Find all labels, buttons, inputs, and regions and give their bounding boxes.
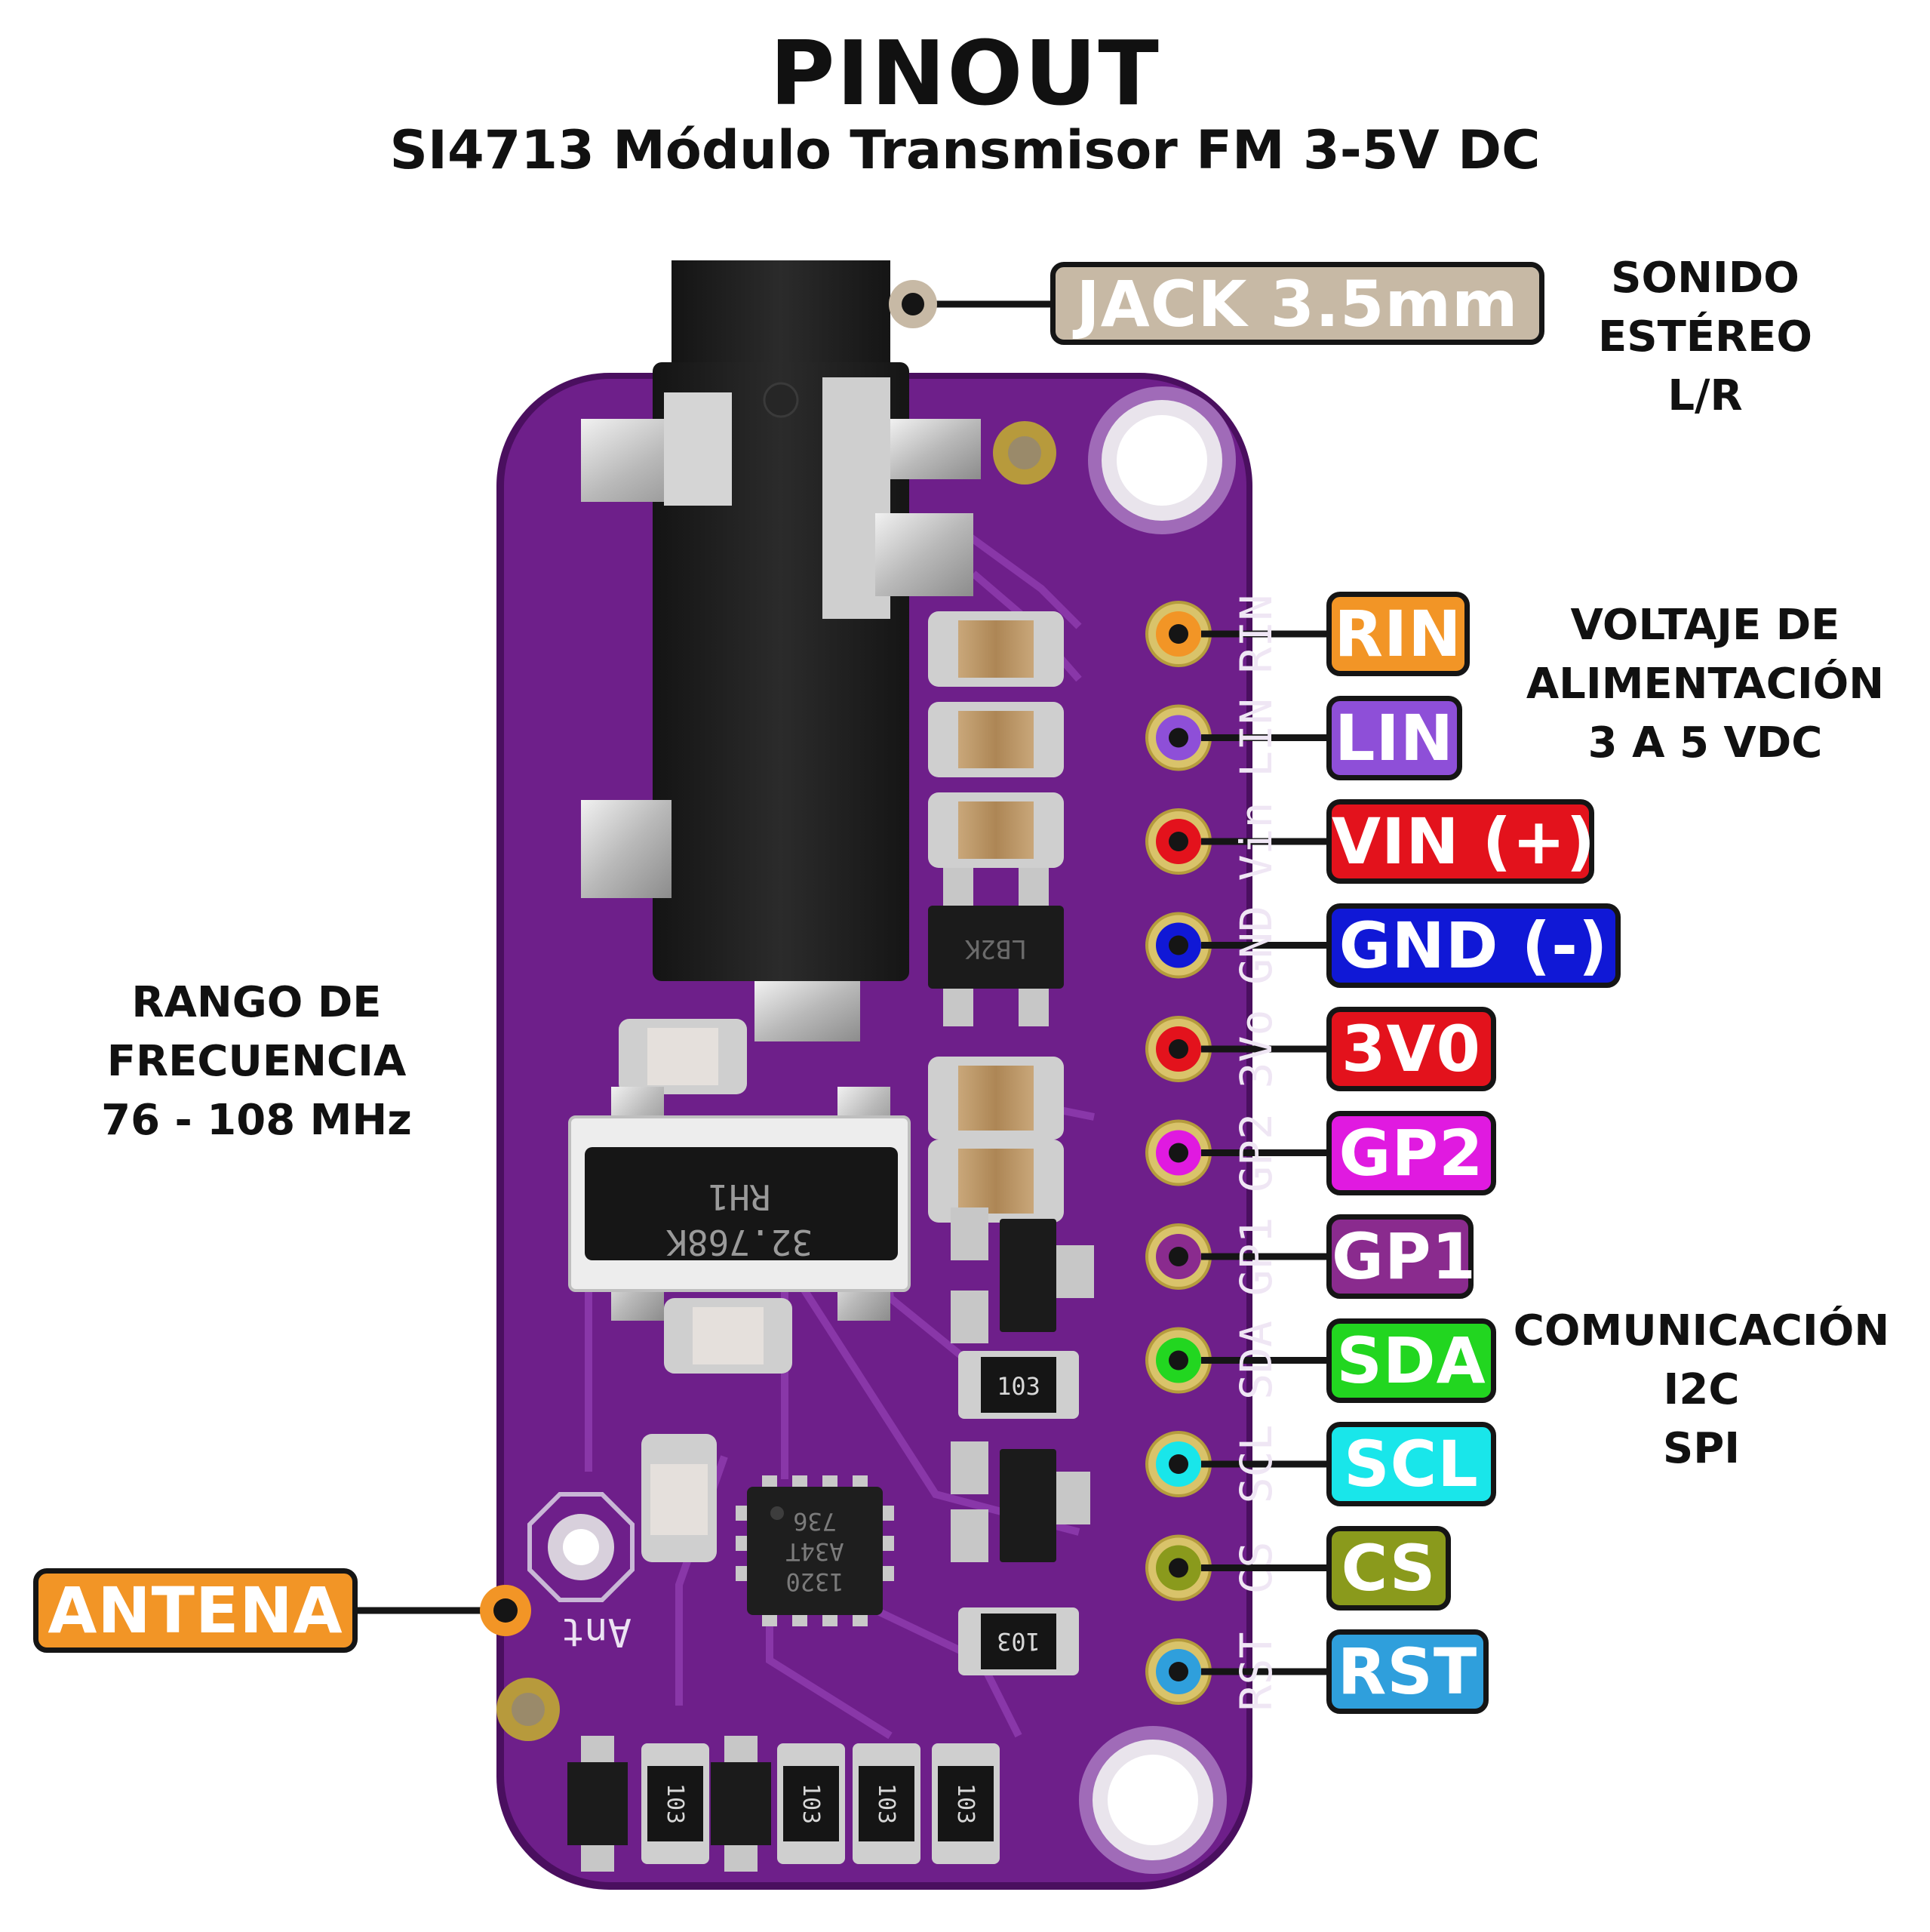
jack-pointer bbox=[889, 280, 1056, 328]
frequency-info-line: 76 - 108 MHz bbox=[101, 1096, 412, 1145]
pin-dot bbox=[1169, 1454, 1188, 1474]
pin-silkscreen: SCL bbox=[1231, 1425, 1282, 1504]
svg-text:103: 103 bbox=[798, 1783, 824, 1824]
pin-dot bbox=[1169, 1662, 1188, 1681]
audio-info-line: SONIDO bbox=[1611, 254, 1799, 303]
pin-label-vin: VIN (+) bbox=[1326, 799, 1595, 884]
audio-info-line: ESTÉREO bbox=[1597, 312, 1813, 361]
pin-label-cs: CS bbox=[1326, 1525, 1451, 1611]
pin-label-gnd: GND (-) bbox=[1326, 903, 1621, 988]
frequency-info-line: FRECUENCIA bbox=[106, 1037, 407, 1086]
fiducial-bottom bbox=[496, 1678, 560, 1741]
power-info-line: 3 A 5 VDC bbox=[1587, 718, 1823, 768]
page-title: PINOUT bbox=[770, 21, 1160, 125]
pin-label-rin: RIN bbox=[1326, 592, 1470, 676]
chip-marking-2: A34T bbox=[785, 1537, 844, 1566]
pin-label-gp2: GP2 bbox=[1326, 1110, 1496, 1195]
communication-info-line: I2C bbox=[1663, 1365, 1740, 1414]
pin-3v0: 3Vo bbox=[1145, 1010, 1329, 1089]
pin-gp2: GP2 bbox=[1145, 1113, 1329, 1192]
pin-dot bbox=[1169, 1247, 1188, 1266]
power-info-line: VOLTAJE DE bbox=[1570, 601, 1840, 650]
pin-rin: RIN bbox=[1145, 595, 1329, 674]
communication-info-line: SPI bbox=[1662, 1424, 1741, 1473]
antenna-pointer bbox=[355, 1585, 531, 1636]
pin-sda: SDA bbox=[1145, 1321, 1329, 1400]
pin-label-rst: RST bbox=[1326, 1629, 1489, 1714]
pin-dot bbox=[1169, 624, 1188, 644]
regulator-code: LB2K bbox=[965, 934, 1027, 964]
pin-gnd: GND bbox=[1145, 906, 1329, 985]
frequency-info: RANGO DE FRECUENCIA 76 - 108 MHz bbox=[68, 974, 445, 1150]
antenna-pad: Ant bbox=[527, 1492, 635, 1654]
mounting-hole-bottom bbox=[1079, 1726, 1227, 1874]
pin-lin: LIN bbox=[1145, 698, 1329, 777]
svg-text:103: 103 bbox=[662, 1783, 688, 1824]
pin-silkscreen: GP1 bbox=[1231, 1217, 1282, 1297]
pin-scl: SCL bbox=[1145, 1425, 1329, 1504]
pin-dot bbox=[1169, 935, 1188, 955]
pin-dot bbox=[1169, 1558, 1188, 1578]
power-info-line: ALIMENTACIÓN bbox=[1526, 660, 1885, 709]
pin-vin: Vin bbox=[1145, 802, 1329, 881]
pin-silkscreen: GND bbox=[1231, 906, 1282, 985]
crystal-oscillator: 32.768K RH1 bbox=[568, 1087, 911, 1321]
communication-info: COMUNICACIÓN I2C SPI bbox=[1479, 1302, 1924, 1478]
audio-info: SONIDO ESTÉREO L/R bbox=[1562, 249, 1849, 426]
svg-text:103: 103 bbox=[952, 1783, 979, 1824]
si4713-chip: 1320 A34T 736 bbox=[736, 1475, 894, 1626]
pin-rst: RST bbox=[1145, 1632, 1329, 1712]
diodes-bottom bbox=[567, 1736, 771, 1872]
antenna-label: ANTENA bbox=[33, 1568, 358, 1653]
fiducial-top bbox=[993, 421, 1056, 485]
svg-text:103: 103 bbox=[873, 1783, 899, 1824]
resistors: 103 103 103 103 103 103 bbox=[641, 1351, 1079, 1864]
mounting-hole-top bbox=[1088, 386, 1236, 534]
svg-text:103: 103 bbox=[997, 1627, 1040, 1656]
pin-label-gp1: GP1 bbox=[1326, 1214, 1476, 1299]
pin-silkscreen: LIN bbox=[1231, 698, 1282, 777]
pin-label-scl: SCL bbox=[1326, 1422, 1496, 1506]
pin-silkscreen: RST bbox=[1231, 1632, 1282, 1712]
svg-text:103: 103 bbox=[997, 1372, 1040, 1401]
pin-cs: CS bbox=[1145, 1534, 1329, 1601]
capacitors-top bbox=[619, 611, 1064, 1562]
pin-silkscreen: GP2 bbox=[1231, 1113, 1282, 1192]
audio-jack bbox=[581, 260, 981, 1041]
pin-silkscreen: 3Vo bbox=[1231, 1010, 1282, 1089]
pin-label-sda: SDA bbox=[1326, 1318, 1496, 1403]
pin-label-lin: LIN bbox=[1326, 695, 1462, 780]
jack-label: JACK 3.5mm bbox=[1050, 262, 1544, 345]
pin-gp1: GP1 bbox=[1145, 1217, 1329, 1297]
chip-marking-3: 736 bbox=[793, 1507, 837, 1536]
frequency-info-line: RANGO DE bbox=[131, 978, 382, 1027]
pin-dot bbox=[1169, 728, 1188, 748]
crystal-marking-2: RH1 bbox=[708, 1177, 770, 1217]
transistor-mid bbox=[951, 1208, 1094, 1562]
pin-dot bbox=[1169, 1039, 1188, 1059]
crystal-marking-1: 32.768K bbox=[666, 1222, 813, 1263]
pin-silkscreen: SDA bbox=[1231, 1321, 1282, 1400]
page-subtitle: SI4713 Módulo Transmisor FM 3-5V DC bbox=[389, 119, 1541, 181]
pin-dot bbox=[1169, 1143, 1188, 1163]
pin-dot bbox=[1169, 1350, 1188, 1371]
chip-marking-1: 1320 bbox=[785, 1567, 844, 1596]
voltage-regulator: LB2K bbox=[928, 868, 1064, 1026]
audio-info-line: L/R bbox=[1667, 371, 1743, 420]
pin-silkscreen: Vin bbox=[1231, 802, 1282, 881]
pin-silkscreen: RIN bbox=[1231, 595, 1282, 674]
pin-label-3v0: 3V0 bbox=[1326, 1007, 1496, 1091]
communication-info-line: COMUNICACIÓN bbox=[1513, 1306, 1890, 1355]
power-info: VOLTAJE DE ALIMENTACIÓN 3 A 5 VDC bbox=[1479, 596, 1930, 773]
pin-silkscreen: CS bbox=[1231, 1542, 1282, 1595]
pin-dot bbox=[1169, 832, 1188, 851]
antenna-silkscreen: Ant bbox=[561, 1609, 632, 1654]
